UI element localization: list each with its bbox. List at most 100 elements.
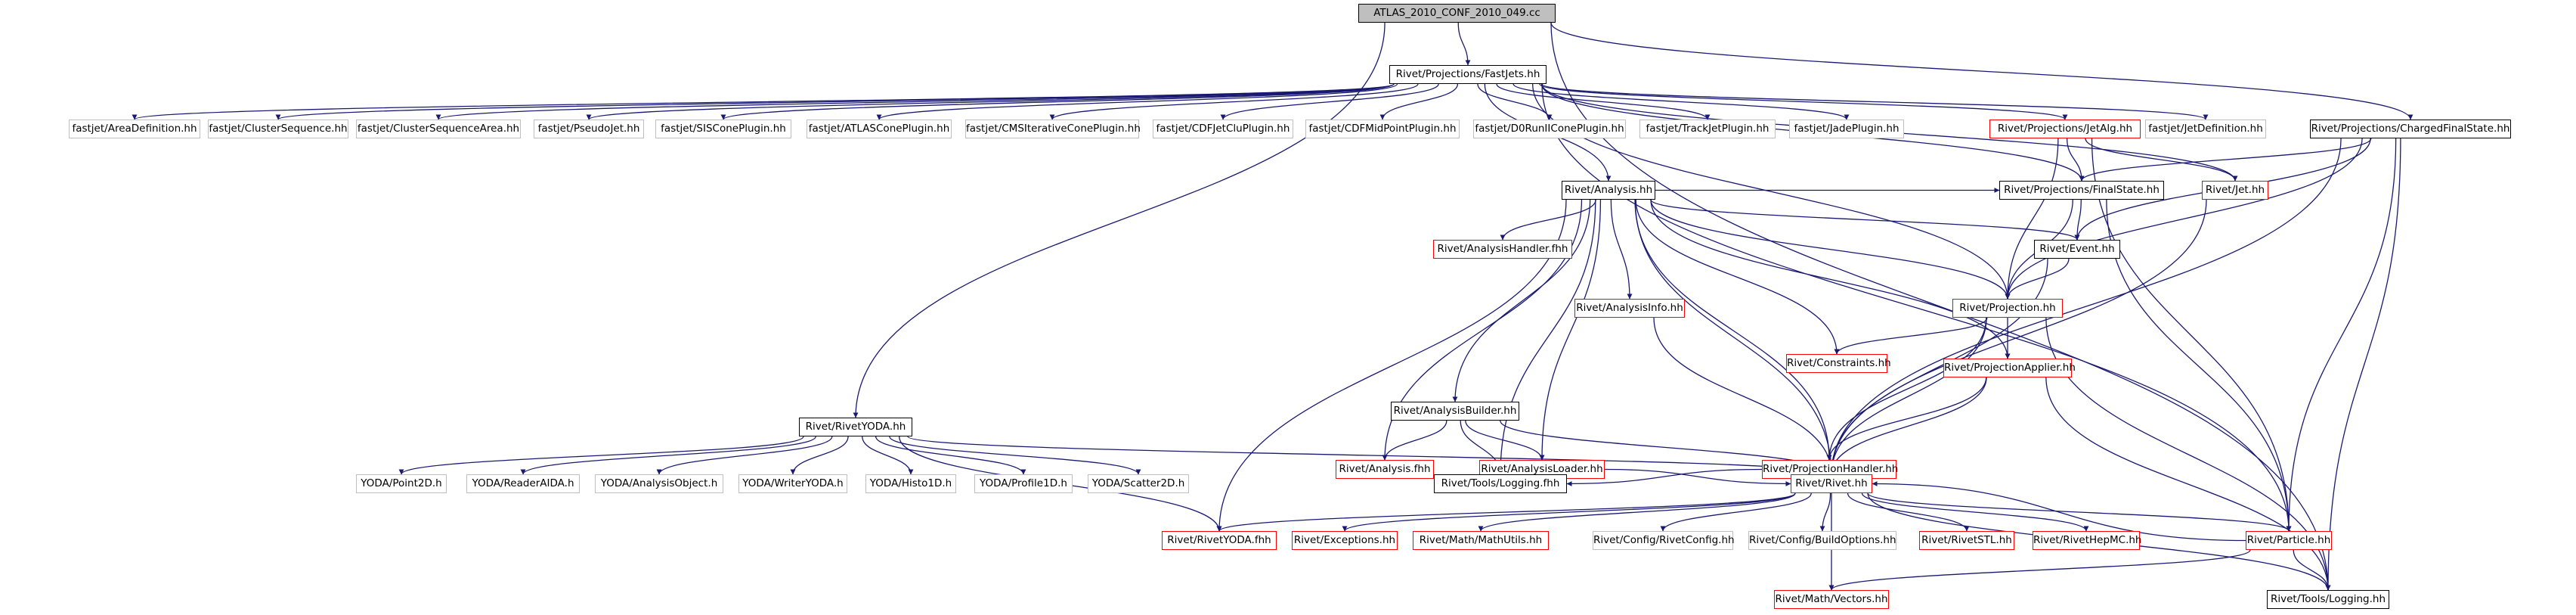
edge-rivethh-to-exceptions <box>1342 492 1796 532</box>
node-logging-fhh[interactable]: Rivet/Tools/Logging.fhh <box>1434 474 1567 493</box>
edge-analysis-to-analysishandler <box>1500 199 1596 241</box>
node-atlas-2010-conf-2010-049: ATLAS_2010_CONF_2010_049.cc <box>1358 4 1556 23</box>
node-rivetyoda-hh[interactable]: Rivet/RivetYODA.hh <box>799 418 912 436</box>
edge-fastjets-to-atlascone <box>876 83 1398 120</box>
edge-fastjets-to-cmsitercone <box>1049 83 1419 120</box>
edge-rivetyoda-to-analysisobject <box>656 436 833 475</box>
node-fastjets[interactable]: Rivet/Projections/FastJets.hh <box>1389 65 1547 84</box>
edge-rivethh-to-rivetconfig <box>1660 492 1812 532</box>
edge-analysis-to-analysisbuilder <box>1452 199 1591 402</box>
node-analysis-fhh[interactable]: Rivet/Analysis.fhh <box>1336 460 1434 479</box>
edge-particle-to-vectors <box>1828 549 2251 591</box>
node-event[interactable]: Rivet/Event.hh <box>2034 240 2120 259</box>
edge-chargedfs-to-particle <box>2286 138 2397 532</box>
edge-rivethh-to-buildoptions <box>1819 492 1831 532</box>
edge-rivethh-to-rivetstl <box>1847 492 1970 532</box>
node-analysishandler-fhh[interactable]: Rivet/AnalysisHandler.fhh <box>1433 240 1572 259</box>
edge-fastjets-to-particle <box>1541 83 2292 532</box>
node-yoda-scatter2d: YODA/Scatter2D.h <box>1088 474 1189 493</box>
node-math-vectors[interactable]: Rivet/Math/Vectors.hh <box>1774 590 1889 609</box>
edge-rivetyoda-to-profile1d <box>875 436 1026 475</box>
edge-root-to-rivetyoda <box>853 22 1386 418</box>
edge-chargedfs-to-finalstate <box>2079 138 2372 182</box>
node-rivethepmc[interactable]: Rivet/RivetHepMC.hh <box>2033 531 2142 550</box>
node-yoda-profile1d: YODA/Profile1D.h <box>974 474 1073 493</box>
edge-projection-to-projhandler <box>1826 317 1987 461</box>
node-fastjet-jadeplugin: fastjet/JadePlugin.hh <box>1789 120 1904 138</box>
node-fastjet-clustersequencearea: fastjet/ClusterSequenceArea.hh <box>356 120 521 138</box>
node-constraints[interactable]: Rivet/Constraints.hh <box>1786 354 1891 373</box>
edge-event-to-projection <box>2005 258 2070 300</box>
node-config-rivetconfig: Rivet/Config/RivetConfig.hh <box>1593 531 1735 550</box>
edge-chargedfs-to-rivethh <box>1828 138 2342 475</box>
node-projection[interactable]: Rivet/Projection.hh <box>1952 299 2063 318</box>
node-fastjet-d0run2coneplugin: fastjet/D0RunIIConePlugin.hh <box>1473 120 1626 138</box>
edge-jetalg-to-particle <box>2091 138 2292 532</box>
node-analysisbuilder[interactable]: Rivet/AnalysisBuilder.hh <box>1391 402 1519 421</box>
node-chargedfinalstate[interactable]: Rivet/Projections/ChargedFinalState.hh <box>2310 120 2511 138</box>
edge-fastjets-to-siscone <box>720 83 1395 120</box>
edge-analysis-to-projhandler <box>1634 199 1832 461</box>
edge-analysis-to-loggingfhh <box>1497 199 1596 475</box>
edge-analysis-to-analysisfhh <box>1382 199 1583 461</box>
edge-event-to-rivethh <box>1828 258 2048 475</box>
edge-rivetyoda-to-writeryoda <box>790 436 849 475</box>
edge-fastjets-to-pseudojet <box>586 83 1395 120</box>
edge-projection-to-constraints <box>1834 317 1988 355</box>
edge-projapplier-to-projhandler <box>1826 377 1987 461</box>
edge-fastjets-to-d0run2 <box>1477 83 1553 120</box>
node-jet[interactable]: Rivet/Jet.hh <box>2202 181 2268 200</box>
edge-jetalg-to-jet <box>2085 138 2238 182</box>
edge-finalstate-to-event <box>2074 199 2082 241</box>
node-fastjet-jetdefinition: fastjet/JetDefinition.hh <box>2145 120 2266 138</box>
edge-rivethh-to-rivetyodafhh <box>1216 492 1796 532</box>
node-rivetyoda-fhh[interactable]: Rivet/RivetYODA.fhh <box>1162 531 1277 550</box>
edge-fastjets-to-jetalg <box>1539 83 2068 120</box>
edge-fastjets-to-clusterseqarea <box>435 83 1395 120</box>
edge-projhandler-to-loggingfhh <box>1566 468 1763 486</box>
edge-fastjets-to-jade <box>1512 83 1850 120</box>
edge-fastjets-to-cdfmidpoint <box>1379 83 1459 120</box>
edge-rivetyoda-to-readeraida <box>520 436 816 475</box>
node-particle[interactable]: Rivet/Particle.hh <box>2246 531 2332 550</box>
edge-rivetyoda-to-histo1d <box>862 436 914 475</box>
node-yoda-histo1d: YODA/Histo1D.h <box>865 474 956 493</box>
edge-root-to-fastjets <box>1457 22 1471 66</box>
include-edges <box>132 22 2413 591</box>
node-rivet-hh[interactable]: Rivet/Rivet.hh <box>1791 474 1872 493</box>
edge-finalstate-to-particle <box>2106 199 2292 532</box>
edge-projapplier-to-rivethh <box>1828 377 1987 475</box>
node-fastjet-cdfjetcluplugin: fastjet/CDFJetCluPlugin.hh <box>1153 120 1293 138</box>
node-projectionapplier[interactable]: Rivet/ProjectionApplier.hh <box>1943 359 2076 377</box>
edge-analysis-to-rivethh <box>1634 199 1834 475</box>
edge-fastjets-to-jetdef <box>1541 83 2209 120</box>
edge-analysis-to-event <box>1650 199 2080 241</box>
node-analysis-hh[interactable]: Rivet/Analysis.hh <box>1562 181 1655 200</box>
node-finalstate[interactable]: Rivet/Projections/FinalState.hh <box>1999 181 2164 200</box>
node-logging-hh[interactable]: Rivet/Tools/Logging.hh <box>2267 590 2389 609</box>
node-yoda-readeraida: YODA/ReaderAIDA.h <box>466 474 580 493</box>
node-fastjet-trackjetplugin: fastjet/TrackJetPlugin.hh <box>1639 120 1776 138</box>
edge-fastjets-to-clusterseq <box>275 83 1395 120</box>
edge-particle-to-rivethh <box>1872 481 2246 542</box>
edge-analysis-to-analysisloader <box>1539 199 1602 461</box>
node-rivetstl[interactable]: Rivet/RivetSTL.hh <box>1919 531 2014 550</box>
node-jetalg[interactable]: Rivet/Projections/JetAlg.hh <box>1989 120 2141 138</box>
edge-projapplier-to-logginghh <box>2045 377 2331 591</box>
edge-analysis-to-projection <box>1650 199 2011 300</box>
edge-rivetyoda-to-scatter2d <box>889 436 1141 475</box>
edge-analysisloader-to-rivethh <box>1604 468 1791 486</box>
edge-fastjets-to-trackjet <box>1496 83 1711 120</box>
node-exceptions[interactable]: Rivet/Exceptions.hh <box>1292 531 1398 550</box>
edge-projection-to-rivethh <box>1828 317 1987 475</box>
node-fastjet-clustersequence: fastjet/ClusterSequence.hh <box>208 120 348 138</box>
edge-analysis-to-projapplier <box>1650 199 2011 359</box>
edge-analysis-to-rivetyodafhh <box>1216 199 1567 532</box>
edge-chargedfs-to-projection <box>2005 138 2363 300</box>
edge-chargedfs-to-logginghh <box>2325 138 2401 591</box>
node-math-mathutils[interactable]: Rivet/Math/MathUtils.hh <box>1413 531 1549 550</box>
edge-jetalg-to-finalstate <box>2066 138 2085 182</box>
node-analysisinfo[interactable]: Rivet/AnalysisInfo.hh <box>1574 299 1685 318</box>
edge-root-to-chargedfs <box>1550 22 2413 120</box>
